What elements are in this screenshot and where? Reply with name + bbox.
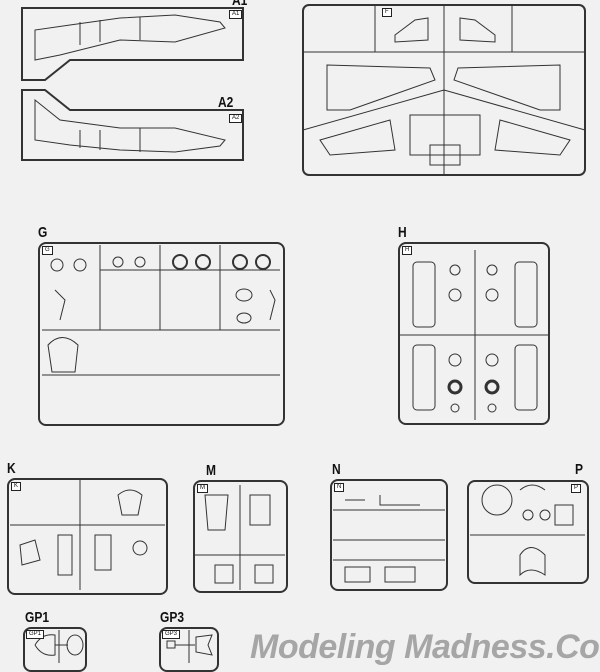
sprue-m-frame	[193, 480, 288, 593]
sprue-tag-a2: A2	[229, 114, 243, 123]
fuselage-a2-drawing	[21, 89, 244, 161]
sprue-label-a1: A1	[232, 0, 248, 9]
sprue-n-drawing	[333, 495, 445, 583]
sprue-n-frame	[330, 479, 448, 591]
sprue-p-frame	[467, 480, 589, 584]
sprue-k-drawing	[10, 480, 165, 590]
watermark: Modeling Madness.Com	[250, 628, 600, 666]
sprue-k-frame	[7, 478, 168, 595]
sprue-tag-m: M	[197, 484, 208, 493]
sprue-gp3-drawing	[166, 630, 213, 663]
sprue-label-gp3: GP3	[160, 609, 185, 626]
sprue-label-p: P	[575, 461, 584, 478]
wings-f-drawing	[302, 4, 586, 176]
sprue-h-drawing	[400, 250, 550, 420]
sprue-gp1-drawing	[34, 630, 84, 663]
sprue-tag-k: K	[11, 482, 22, 491]
fuselage-a1-drawing	[21, 7, 244, 81]
sprue-tag-g: G	[42, 246, 53, 255]
sprue-label-k: K	[7, 460, 16, 477]
sprue-tag-p: P	[571, 484, 582, 493]
sprue-p-drawing	[470, 484, 585, 577]
sprue-label-a2: A2	[218, 94, 234, 111]
sprue-m-drawing	[195, 485, 285, 590]
sprue-g-frame	[38, 242, 285, 426]
sprue-g-drawing	[42, 245, 280, 376]
sprue-tag-a1: A1	[229, 10, 243, 19]
sprue-label-m: M	[206, 462, 216, 479]
sprue-h-frame	[398, 242, 550, 425]
sprue-tag-n: N	[334, 483, 345, 492]
sprue-label-h: H	[398, 224, 407, 241]
sprue-label-gp1: GP1	[25, 609, 50, 626]
sprue-label-n: N	[332, 461, 341, 478]
sprue-label-g: G	[38, 224, 48, 241]
sprue-tag-f: F	[382, 8, 392, 17]
sprue-tag-gp1: GP1	[26, 630, 45, 639]
sprue-tag-gp3: GP3	[162, 630, 181, 639]
sprue-tag-h: H	[402, 246, 413, 255]
